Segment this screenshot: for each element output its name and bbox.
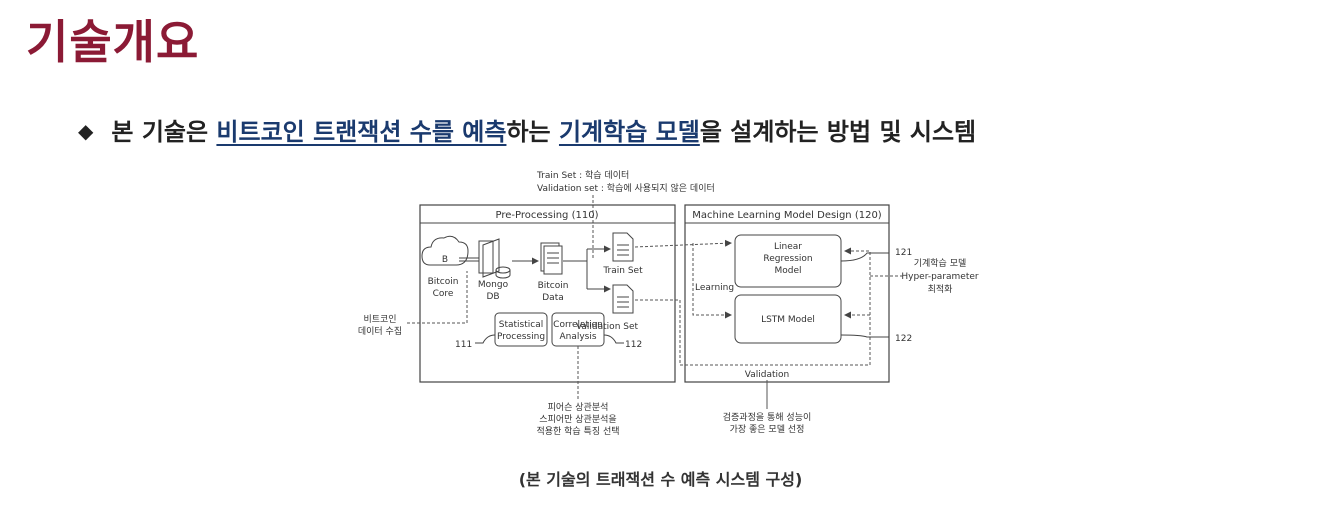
statistical-label-2: Processing (497, 332, 545, 342)
bitcoin-data-label-1: Bitcoin (538, 281, 569, 291)
bottom-right-note-2: 가장 좋은 모델 선정 (730, 423, 805, 435)
page-title: 기술개요 (26, 15, 200, 69)
train-set-label: Train Set (602, 266, 643, 276)
summary-text-2: 하는 (506, 118, 559, 146)
ml-design-frame (684, 204, 890, 383)
linear-label-1: Linear (774, 242, 802, 252)
bitcoin-core-letter: B (442, 255, 448, 265)
leader-121 (840, 252, 889, 262)
left-note-leader (407, 271, 468, 324)
preprocessing-frame (419, 204, 676, 383)
right-note-1: 기계학습 모델 (914, 257, 967, 269)
learning-label: Learning (695, 283, 734, 293)
leader-122 (840, 334, 889, 338)
validation-set-document-icon (612, 284, 634, 314)
system-diagram-svg: Train Set : 학습 데이터 Validation set : 학습에 … (358, 170, 979, 437)
summary-line: ◆ 본 기술은 비트코인 트랜잭션 수를 예측하는 기계학습 모델을 설계하는 방… (78, 114, 976, 150)
leader-112 (603, 334, 624, 344)
train-set-document-icon (612, 232, 634, 262)
cloud-icon (421, 235, 469, 266)
lstm-label: LSTM Model (761, 315, 815, 325)
label-112: 112 (625, 340, 642, 350)
bottom-left-note-2: 스피어만 상관분석을 (539, 414, 616, 425)
bottom-left-note-3: 적용한 학습 특징 선택 (536, 425, 619, 437)
database-body-icon (495, 270, 511, 279)
right-note-2: Hyper-parameter (901, 272, 979, 282)
bitcoin-core-label-2: Core (433, 289, 454, 299)
label-121: 121 (895, 248, 912, 258)
summary-text-1: 본 기술은 (111, 118, 217, 146)
right-note-3: 최적화 (928, 283, 953, 295)
correlation-label-2: Analysis (559, 332, 596, 342)
bottom-right-note-1: 검증과정을 통해 성능이 (723, 411, 812, 423)
note-train-set: Train Set : 학습 데이터 (536, 170, 629, 181)
label-111: 111 (455, 340, 472, 350)
figure-caption: (본 기술의 트래잭션 수 예측 시스템 구성) (518, 470, 803, 489)
summary-text-3: 을 설계하는 방법 및 시스템 (699, 118, 977, 146)
leader-111 (475, 334, 496, 344)
summary-highlight-ml-model: 기계학습 모델 (558, 118, 700, 146)
document-stack-front-icon (543, 245, 563, 275)
train-to-lstm-arrow (692, 243, 732, 319)
system-diagram: Train Set : 학습 데이터 Validation set : 학습에 … (355, 165, 995, 445)
linear-label-2: Regression (763, 254, 812, 264)
lstm-model-box (734, 294, 842, 344)
validation-set-label: Validation Set (576, 322, 639, 332)
train-to-linear-arrow (634, 239, 732, 248)
linear-label-3: Model (774, 266, 801, 276)
left-note-2: 데이터 수집 (358, 325, 402, 337)
bitcoin-core-label-1: Bitcoin (428, 277, 459, 287)
bitcoin-data-label-2: Data (542, 293, 564, 303)
validation-label: Validation (745, 370, 789, 380)
server-icon (478, 240, 494, 274)
server-side-icon (482, 238, 500, 278)
summary-highlight-prediction: 비트코인 트랜잭션 수를 예측 (216, 118, 507, 146)
statistical-label-1: Statistical (499, 320, 543, 330)
label-122: 122 (895, 334, 912, 344)
mongo-label-2: DB (486, 292, 499, 302)
database-icon (495, 266, 511, 274)
statistical-processing-box (494, 312, 548, 347)
preprocessing-title: Pre-Processing (110) (496, 210, 599, 221)
correlation-label-1: Correlation (553, 320, 603, 330)
bottom-left-note-1: 피어슨 상관분석 (548, 402, 609, 413)
left-note-1: 비트코인 (363, 314, 396, 325)
note-validation-set: Validation set : 학습에 사용되지 않은 데이터 (537, 183, 715, 194)
validation-loop-arrow (635, 247, 871, 366)
mongo-label-1: Mongo (478, 280, 509, 290)
diamond-bullet-icon: ◆ (78, 119, 94, 143)
ml-design-title: Machine Learning Model Design (120) (692, 210, 882, 221)
